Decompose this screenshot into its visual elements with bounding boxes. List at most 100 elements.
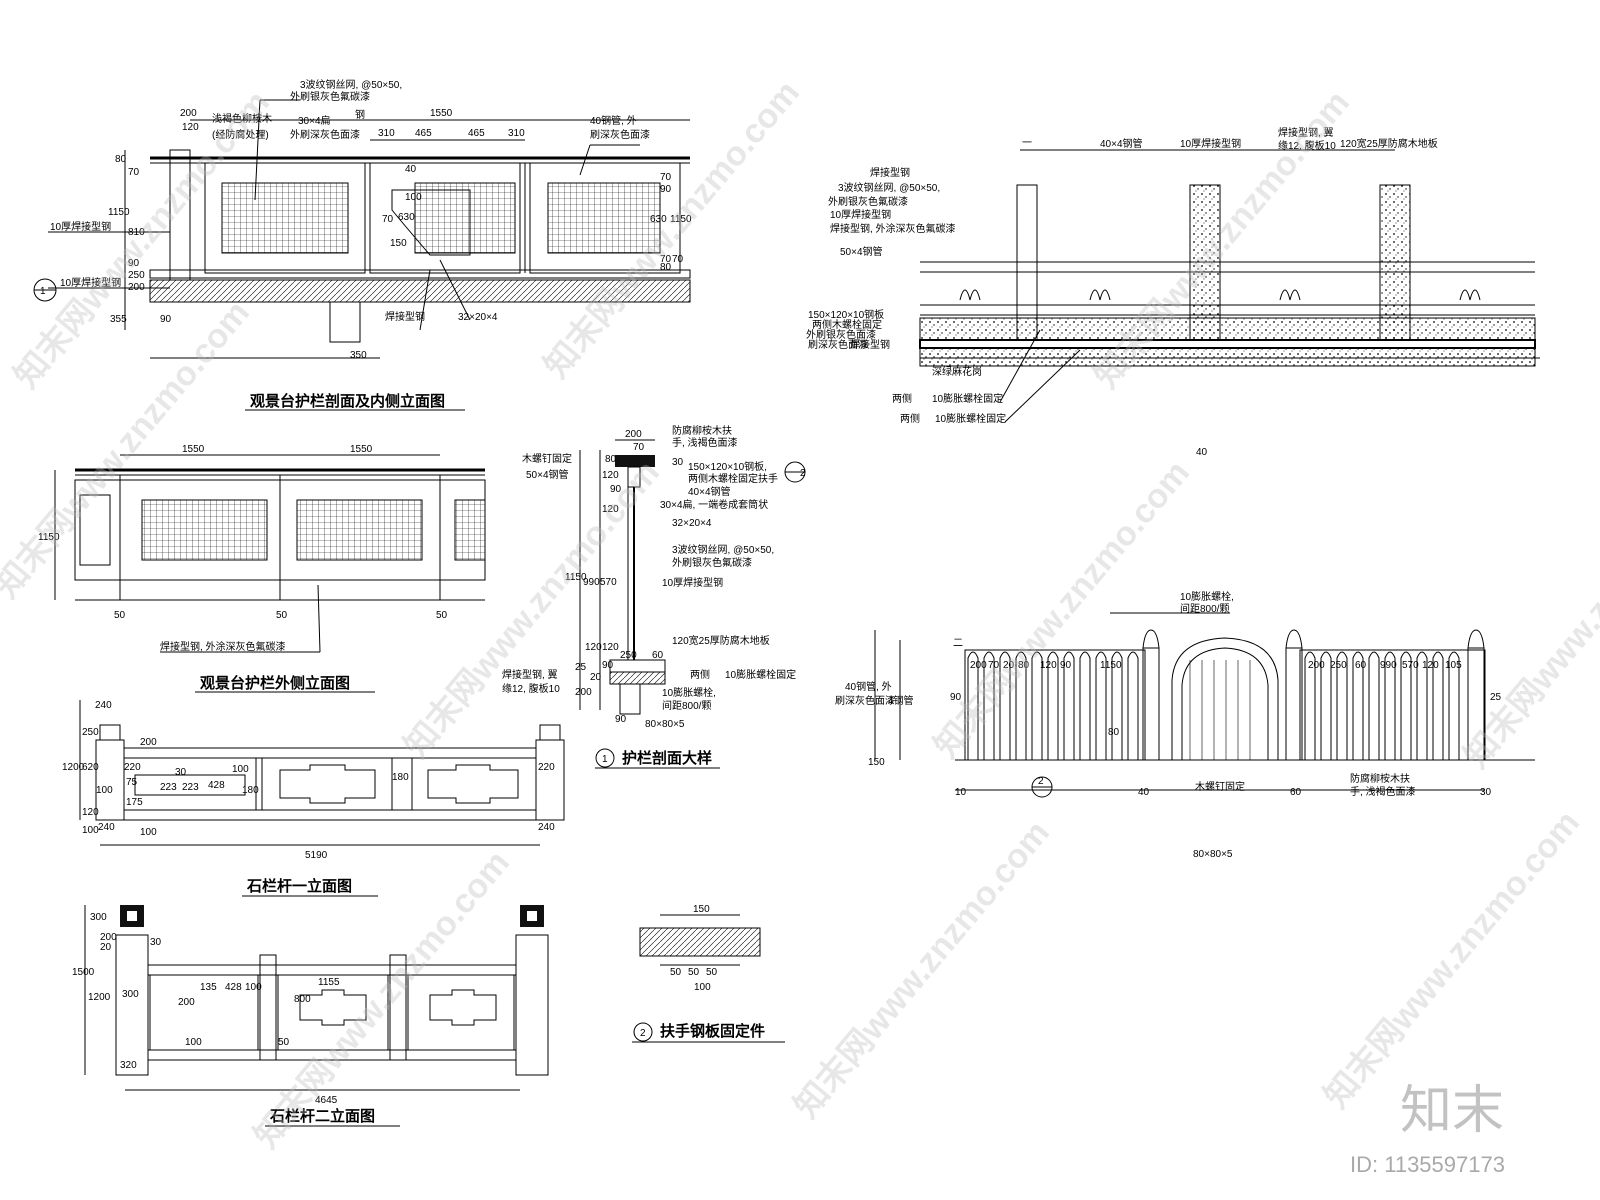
- dim: 1500: [72, 967, 95, 978]
- view3-title-no: 1: [602, 754, 608, 765]
- dim: 75: [126, 777, 138, 788]
- dim: 1200: [62, 762, 85, 773]
- dim: 1550: [430, 108, 453, 119]
- view1-flat-steel: 钢: [355, 108, 365, 121]
- dim: 30: [175, 767, 187, 778]
- dim: 90: [950, 692, 962, 703]
- dim: 1150: [670, 214, 692, 225]
- dim: 70: [660, 254, 672, 265]
- dim: 105: [1445, 660, 1462, 671]
- r1-both-2: 两侧: [900, 412, 920, 425]
- dim: 120: [602, 642, 619, 653]
- dim: 350: [350, 350, 367, 361]
- dim: 30: [150, 937, 162, 948]
- dim: 120: [182, 122, 199, 133]
- dim: 300: [90, 912, 107, 923]
- dim: 150: [390, 238, 407, 249]
- fence-picket: [1416, 651, 1428, 760]
- view3-weld: 10厚焊接型钢: [662, 576, 723, 589]
- dim: 240: [538, 822, 555, 833]
- dim: 250: [620, 650, 637, 661]
- view4-dim-2: 50: [670, 967, 682, 978]
- r1-bolt-2: 10膨胀螺栓固定: [935, 412, 1006, 425]
- dim: 428: [208, 780, 225, 791]
- dim: 90: [610, 484, 622, 495]
- view4-dim-1: 150: [693, 904, 710, 915]
- dim: 1150: [1100, 660, 1122, 671]
- fence-picket: [1047, 651, 1059, 760]
- dim: 570: [600, 577, 617, 588]
- dim: 465: [468, 128, 485, 139]
- dim: 40: [1138, 787, 1150, 798]
- dim: 70: [660, 172, 672, 183]
- r1-l5: 焊接型钢, 外涂深灰色氟碳漆: [830, 222, 956, 235]
- view3-both: 两侧: [690, 668, 710, 681]
- dim: 30: [1480, 787, 1492, 798]
- dim: 200: [128, 282, 145, 293]
- fence-picket: [1095, 651, 1107, 760]
- dim: 800: [294, 994, 311, 1005]
- view3-angle: 80×80×5: [645, 719, 685, 730]
- dim: 200: [625, 429, 642, 440]
- dim: 200: [970, 660, 987, 671]
- dim: 135: [200, 982, 217, 993]
- dim: 100: [405, 192, 422, 203]
- dim: 200: [100, 932, 117, 943]
- r1-bolt: 10膨胀螺栓固定: [932, 392, 1003, 405]
- dim: 120: [602, 470, 619, 481]
- view3-flat: 30×4扁, 一端卷成套筒状: [660, 498, 768, 511]
- r1-section-mark: 一: [1022, 138, 1032, 149]
- view1-weld-left-2: 10厚焊接型钢: [60, 276, 121, 289]
- dim: 240: [95, 700, 112, 711]
- dim: 120: [585, 642, 602, 653]
- dim: 40: [405, 164, 417, 175]
- view2-outer-elevation: [54, 454, 486, 601]
- dim: 355: [110, 314, 127, 325]
- dim: 200: [1308, 660, 1325, 671]
- dim: 200: [575, 687, 592, 698]
- dim: 60: [1290, 787, 1302, 798]
- fence-picket: [1063, 651, 1075, 760]
- view1-mesh-note-2: 外刷银灰色氟碳漆: [290, 90, 370, 103]
- view2-dim-6: 50: [436, 610, 448, 621]
- dim: 25: [1490, 692, 1502, 703]
- view1-pipe-note: 40钢管, 外: [590, 114, 637, 127]
- dim: 20: [1003, 660, 1015, 671]
- r1-forty: 40: [1196, 447, 1208, 458]
- r2-section-mark: 2: [1038, 776, 1044, 787]
- r1-l10: 焊接型钢: [850, 338, 890, 351]
- r2-pipe-3: 4钢管: [888, 694, 914, 707]
- dim: 90: [660, 184, 672, 195]
- dim: 70: [672, 254, 684, 265]
- dim: 90: [160, 314, 172, 325]
- view2-dim-3: 1150: [38, 532, 60, 543]
- dim: 60: [652, 650, 664, 661]
- view2-dim-5: 50: [276, 610, 288, 621]
- dim: 50: [278, 1037, 290, 1048]
- view3-wood-2: 手, 浅褐色面漆: [672, 436, 738, 449]
- dim: 250: [128, 270, 145, 281]
- dim: 60: [1355, 660, 1367, 671]
- fence-picket: [999, 651, 1011, 760]
- brand-logo: 知末: [1400, 1082, 1504, 1140]
- dim: 570: [1402, 660, 1419, 671]
- dim: 100: [185, 1037, 202, 1048]
- dim: 620: [82, 762, 99, 773]
- dim: 120: [602, 504, 619, 515]
- fence-picket: [1111, 651, 1123, 760]
- r1-pipe50: 50×4钢管: [840, 245, 883, 258]
- r2-screw: 木螺钉固定: [1195, 780, 1245, 793]
- dim: 120: [1040, 660, 1057, 671]
- fence-picket: [983, 651, 995, 760]
- r2-dims: 200 70 20 80 120 90 1150 200 250 60 990 …: [868, 660, 1502, 798]
- view6-dims: 300 200 20 1500 1200 300 135 428 100 115…: [72, 912, 340, 1106]
- view3-plate-2: 两侧木螺栓固定扶手: [688, 472, 778, 485]
- view3-mesh: 3波纹钢丝网, @50×50,: [672, 543, 774, 556]
- dim: 4645: [315, 1095, 338, 1106]
- dim: 100: [232, 764, 249, 775]
- fence-picket: [1432, 651, 1444, 760]
- r2-section-mark-2: 二: [953, 638, 963, 649]
- r1-l4: 10厚焊接型钢: [830, 208, 891, 221]
- dim: 70: [988, 660, 1000, 671]
